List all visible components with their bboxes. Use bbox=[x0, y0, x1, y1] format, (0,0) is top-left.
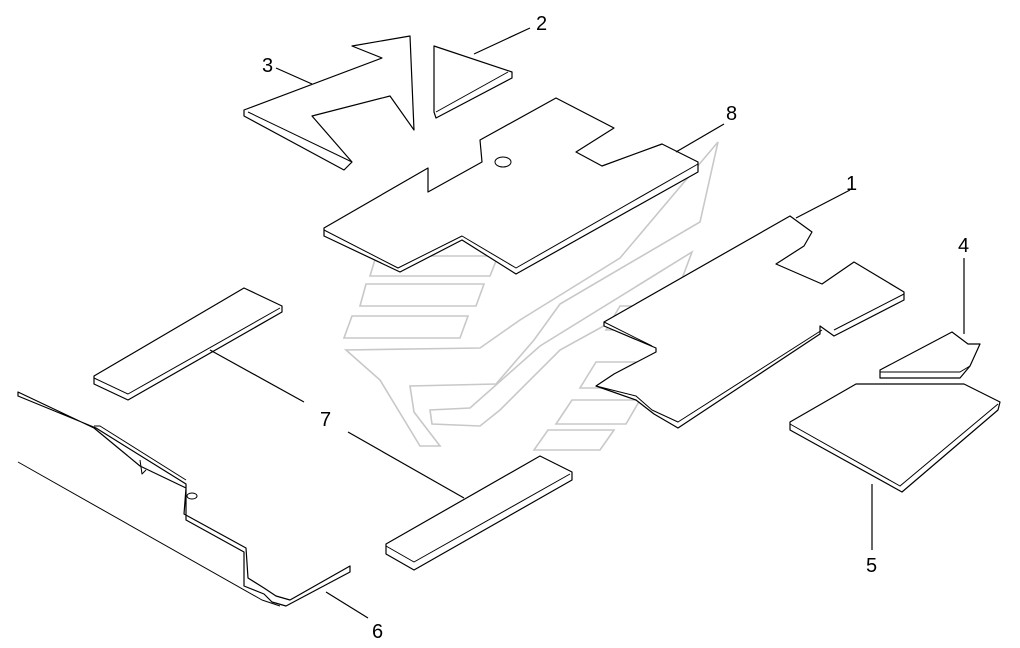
part-3-chevron-panel bbox=[243, 35, 415, 171]
leader-8 bbox=[675, 123, 725, 153]
callout-2: 2 bbox=[536, 13, 547, 35]
leader-6 bbox=[325, 591, 369, 619]
callout-3: 3 bbox=[262, 55, 273, 77]
leader-7-lower bbox=[347, 431, 465, 499]
part-1-right-floor-mat bbox=[595, 215, 905, 429]
part-4-trim-piece bbox=[879, 331, 981, 379]
part-7-strip-upper bbox=[93, 287, 283, 401]
callout-8: 8 bbox=[726, 103, 737, 125]
part-7-strip-lower bbox=[385, 455, 573, 571]
callout-7: 7 bbox=[320, 409, 331, 431]
part-2-triangle-panel bbox=[433, 45, 513, 119]
callout-labels: 1 2 3 4 5 6 7 8 bbox=[262, 13, 969, 643]
part-6-side-panel bbox=[17, 391, 351, 607]
leader-3 bbox=[275, 67, 313, 85]
callout-5: 5 bbox=[866, 555, 877, 577]
leader-7-upper bbox=[209, 349, 305, 403]
leader-lines bbox=[209, 27, 965, 619]
leader-2 bbox=[473, 27, 531, 55]
callout-4: 4 bbox=[958, 235, 969, 257]
part-5-pad bbox=[789, 383, 1001, 493]
callout-1: 1 bbox=[846, 173, 857, 195]
part-8-floor-mat bbox=[323, 97, 699, 275]
leader-1 bbox=[795, 189, 851, 219]
callout-6: 6 bbox=[372, 621, 383, 643]
